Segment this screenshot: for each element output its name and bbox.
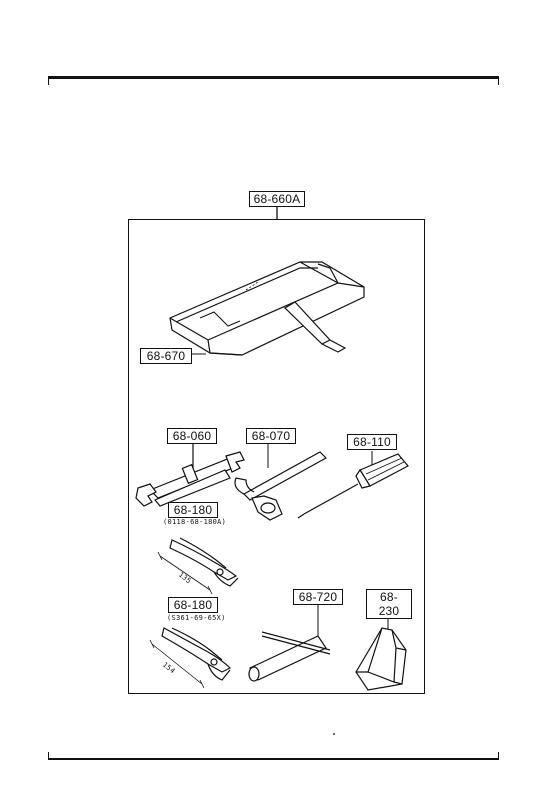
- box-wrench-illustration: [234, 443, 327, 521]
- tool-bag-illustration: [169, 261, 365, 356]
- plug-wrench-part-number-label: 68-720: [293, 589, 343, 605]
- pliers-large-part-number-label: 68-180: [168, 597, 218, 613]
- top-rule-tick-right: [498, 79, 499, 85]
- wrench-part-number-label: 68-060: [167, 428, 217, 444]
- wheel-chock-part-number-label: 68-230: [366, 589, 412, 619]
- screwdriver-illustration: [297, 451, 409, 519]
- pliers-large-note: (S361-69-65X): [167, 614, 226, 622]
- wrench-illustration: [135, 443, 245, 507]
- page-dot: [333, 733, 335, 735]
- tool-bag-part-number-label: 68-670: [140, 348, 192, 364]
- screwdriver-part-number-label: 68-110: [347, 434, 397, 450]
- pliers-small-part-number-label: 68-180: [168, 502, 218, 518]
- set-part-number-label: 68-660A: [249, 191, 305, 207]
- pliers-large-illustration: [149, 627, 232, 689]
- box-wrench-part-number-label: 68-070: [246, 428, 296, 444]
- top-rule-tick-left: [48, 79, 49, 85]
- bottom-rule-tick-right: [498, 752, 499, 758]
- top-rule: [48, 76, 499, 79]
- pliers-small-illustration: [157, 537, 239, 595]
- pliers-small-note: (0118-68-180A): [163, 518, 227, 526]
- plug-wrench-illustration: [248, 603, 331, 682]
- bottom-rule-tick-left: [48, 752, 49, 758]
- bottom-rule: [48, 758, 499, 760]
